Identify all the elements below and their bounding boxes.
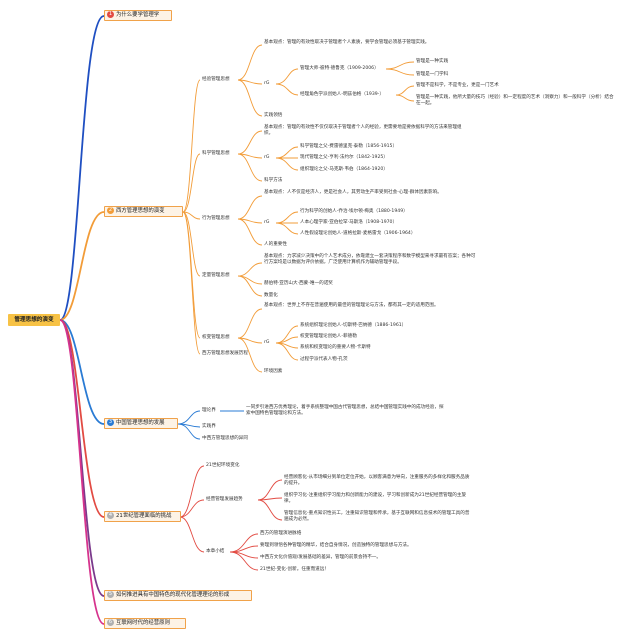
representatives-label: rG <box>264 220 270 225</box>
trend-learning: 组织学习化-注重组织学习能力和创新能力的建设，学习和创新成为21世纪经营管理的主… <box>284 493 467 505</box>
topic-china-west-diff[interactable]: 中西方管理思想的异同 <box>202 436 248 441</box>
method-contingency: 环境因素 <box>264 369 283 374</box>
number-badge: 2 <box>107 207 114 214</box>
topic-west-history[interactable]: 西方管理思想发展历程 <box>202 351 248 356</box>
person-taylor[interactable]: 科学管理之父-费雷德里克·泰勒（1856-1915） <box>300 144 398 149</box>
person-drucker[interactable]: 管理大师-彼特·德鲁克（1909-2006） <box>300 66 379 71</box>
number-badge: 5 <box>107 591 114 598</box>
summary-2: 要理到领悟各种管理的精华，结合自身情况，创造独特的管理思想与方法。 <box>260 543 412 548</box>
person-weber[interactable]: 组织理论之父-马克斯·韦伯（1864-1920） <box>300 167 388 172</box>
trend-customer: 经营顾客化-从市场细分到单位定位开始，以顾客满意为导向，注重服务的多样化和服务品… <box>284 475 470 487</box>
branch-line-6 <box>59 319 105 625</box>
summary-4: 21世纪-变化-创新。任重而道远！ <box>260 567 329 572</box>
branch-line-2 <box>59 211 105 321</box>
method-experience: 实践领悟 <box>264 113 283 118</box>
topic-quantitative[interactable]: 定量管理思想 <box>202 273 230 278</box>
person-mintzberg[interactable]: 经理角色学派创始人-明兹伯格（1939-） <box>300 92 384 97</box>
drucker-view-1: 管理是一种实践 <box>416 59 449 64</box>
method-science: 科学方法 <box>264 178 283 183</box>
topic-practice-circle[interactable]: 实践界 <box>202 424 216 429</box>
person-kast[interactable]: 系统和权变理论的重要人物-卡斯特 <box>300 345 371 350</box>
trend-information: 管理信息化-重点知识性员工，注重知识管理和传承，基于互联网和信息技术的管理工具的… <box>284 511 470 523</box>
topic-behavior[interactable]: 行为管理思想 <box>202 216 230 221</box>
person-simon[interactable]: 赫伯特·亚历山大·西蒙-唯一的诺奖 <box>264 281 333 286</box>
representatives-label: rG <box>264 340 270 345</box>
basic-view-science: 基本观点：管理的有效性不仅仅取决于管理者个人的经验，更需要地是要依据科学的方法来… <box>264 125 462 137</box>
basic-view-behavior: 基本观点：人不仅是经济人，更是社会人，其劳动生产率受到社会-心理-群体因素影响。 <box>264 190 442 195</box>
number-badge: 4 <box>107 512 114 519</box>
central-topic[interactable]: 管理思想的演变 <box>8 314 60 326</box>
basic-view-contingency: 基本观点：世界上不存在普遍使用的最佳的管理理论与方法，都有其一定的适用范围。 <box>264 303 439 308</box>
person-mcgregor[interactable]: 人性假设理论创始人-道格拉斯·麦格雷戈（1906-1964） <box>300 231 416 236</box>
summary-3: 中西方文化价值观/发展基础的差异，管理的前景会持不一。 <box>260 555 381 560</box>
theory-circle-note: 一同步引进西方优秀理论，着手系统整理中国古代管理思想，总结中国管理实践中的成功经… <box>246 405 444 417</box>
mintzberg-view-1: 管理不是科学，不是专业，更是一门艺术 <box>416 83 499 88</box>
node-label: 如何推进具有中国特色的现代化管理理论的形成 <box>116 592 230 598</box>
person-fiedler[interactable]: 权变管理理论创始人-菲德勒 <box>300 334 357 339</box>
branch-line-3 <box>59 319 105 425</box>
representatives-label: rG <box>264 155 270 160</box>
mintzberg-view-2: 管理是一种实践，他所大量的技巧（经验）和一定程度的艺术（洞察力）和一般科学（分析… <box>416 95 614 107</box>
drucker-view-2: 管理是一门学科 <box>416 72 449 77</box>
representatives-label: rG <box>264 81 270 86</box>
summary-1: 西方的管理演进脉络 <box>260 531 302 536</box>
number-badge: 1 <box>107 11 114 18</box>
number-badge: 3 <box>107 419 114 426</box>
topic-chapter-summary[interactable]: 本章小结 <box>206 549 225 554</box>
node-label: 西方管理思想的演变 <box>116 208 165 214</box>
topic-science[interactable]: 科学管理思想 <box>202 151 230 156</box>
basic-view-quantitative: 基本观点：力求减少决策中的个人艺术成分，依靠建立一套决策程序和数学模型来寻求最有… <box>264 254 476 266</box>
person-maslow[interactable]: 人本心理学家-亚伯拉罕·马斯洛（1908-1970） <box>300 220 398 225</box>
topic-21c-environment[interactable]: 21世纪环境变化 <box>206 463 240 468</box>
branch-line-4 <box>59 319 105 518</box>
node-label: 为什么要学管理学 <box>116 12 160 18</box>
basic-view-experience: 基本观点：管理的有效性取决于管理者个人素质，要学会管理必须基于管理实践。 <box>264 40 430 45</box>
method-quantitative: 数量化 <box>264 293 278 298</box>
node-label: 中国管理思想的发展 <box>116 420 165 426</box>
node-label: 互联网时代的经营原则 <box>116 620 170 626</box>
node-label: 21世纪管理面临的挑战 <box>116 513 172 519</box>
person-koontz[interactable]: 过程学派代表人物-孔茨 <box>300 357 348 362</box>
branch-line-1 <box>59 15 105 321</box>
person-mayo[interactable]: 行为科学的创始人-乔治·埃尔顿·梅奥（1880-1949） <box>300 209 408 214</box>
topic-contingency[interactable]: 权变管理思想 <box>202 335 230 340</box>
topic-management-trend[interactable]: 经营管理发展趋势 <box>206 497 243 502</box>
topic-experience[interactable]: 经验管理思想 <box>202 77 230 82</box>
method-behavior: 人的重要性 <box>264 242 287 247</box>
person-fayol[interactable]: 现代管理之父-亨利·法约尔（1842-1925） <box>300 155 388 160</box>
topic-theory-circle[interactable]: 理论界 <box>202 408 216 413</box>
person-barnard[interactable]: 系统组织理论创始人-切斯特·巴纳德（1886-1961） <box>300 323 407 328</box>
number-badge: 6 <box>107 619 114 626</box>
